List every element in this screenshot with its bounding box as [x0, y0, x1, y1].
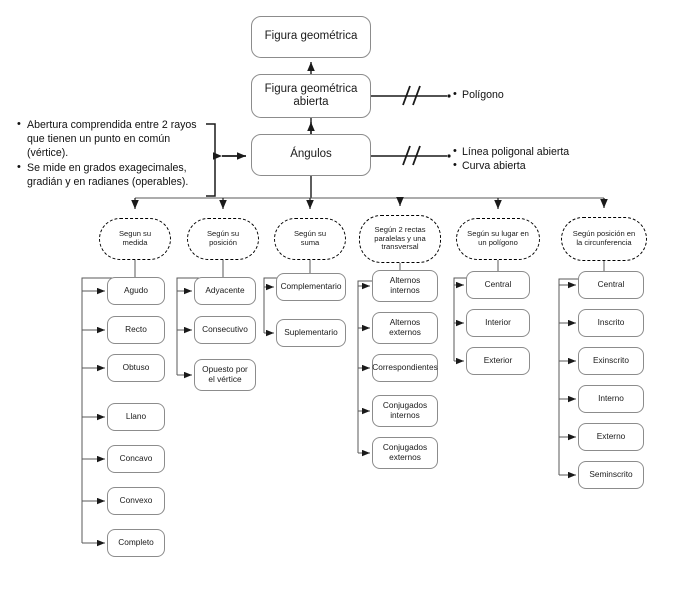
leaf-node-recto[interactable]: Recto	[107, 316, 165, 344]
leaf-node-adyacente[interactable]: Adyacente	[194, 277, 256, 305]
leaf-node-label: Convexo	[119, 495, 153, 506]
category-node-segun-su-medida[interactable]: Segun su medida	[99, 218, 171, 260]
leaf-node-completo[interactable]: Completo	[107, 529, 165, 557]
category-node-label: Según 2 rectas paralelas y una transvers…	[374, 224, 426, 252]
category-node-label: Segun su medida	[118, 229, 152, 247]
node-label: Figura geométrica	[264, 30, 358, 43]
leaf-node-label: Central	[597, 279, 625, 290]
category-node-label: Según su lugar en un polígono	[467, 229, 529, 247]
category-node-segun-posicion-circunferencia[interactable]: Según posición en la circunferencia	[561, 217, 647, 261]
label-poligono: Polígono	[451, 87, 504, 102]
node-figura-geometrica-abierta[interactable]: Figura geométrica abierta	[251, 74, 371, 118]
leaf-node-seminscrito[interactable]: Seminscrito	[578, 461, 644, 489]
leaf-node-agudo[interactable]: Agudo	[107, 277, 165, 305]
leaf-node-label: Suplementario	[284, 327, 338, 338]
leaf-node-label: Opuesto por el vértice	[202, 364, 248, 384]
angulos-definition-note: Abertura comprendida entre 2 rayos que t…	[14, 117, 210, 190]
leaf-node-label: Consecutivo	[202, 324, 248, 335]
leaf-node-label: Interno	[598, 393, 624, 404]
leaf-node-label: Conjugados internos	[382, 400, 428, 420]
category-node-label: Según posición en la circunferencia	[572, 229, 636, 247]
leaf-node-label: Exinscrito	[593, 355, 629, 366]
leaf-node-convexo[interactable]: Convexo	[107, 487, 165, 515]
leaf-node-central[interactable]: Central	[466, 271, 530, 299]
leaf-node-consecutivo[interactable]: Consecutivo	[194, 316, 256, 344]
node-figura-geometrica[interactable]: Figura geométrica	[251, 16, 371, 58]
node-angulos[interactable]: Ángulos	[251, 134, 371, 176]
category-node-segun-su-posicion[interactable]: Según su posición	[187, 218, 259, 260]
leaf-node-label: Adyacente	[205, 285, 245, 296]
leaf-node-alternos-externos[interactable]: Alternos externos	[372, 312, 438, 344]
leaf-node-inscrito[interactable]: Inscrito	[578, 309, 644, 337]
leaf-node-label: Complementario	[280, 281, 342, 292]
annotation-item: Se mide en grados exagecimales, gradián …	[17, 160, 210, 189]
leaf-node-label: Llano	[125, 411, 147, 422]
leaf-node-label: Interior	[485, 317, 511, 328]
label-list: Polígono	[451, 87, 504, 102]
leaf-node-alternos-internos[interactable]: Alternos internos	[372, 270, 438, 302]
leaf-node-label: Conjugados externos	[382, 442, 428, 462]
leaf-node-label: Correspondientes	[372, 362, 438, 373]
label-item: Polígono	[453, 87, 504, 102]
label-item: Línea poligonal abierta	[453, 144, 569, 159]
node-label: Ángulos	[290, 148, 332, 161]
label-list: Línea poligonal abierta Curva abierta	[451, 144, 569, 173]
leaf-node-label: Completo	[118, 537, 154, 548]
leaf-node-llano[interactable]: Llano	[107, 403, 165, 431]
category-node-segun-2-rectas[interactable]: Según 2 rectas paralelas y una transvers…	[359, 215, 441, 263]
leaf-node-central[interactable]: Central	[578, 271, 644, 299]
category-node-segun-lugar-poligono[interactable]: Según su lugar en un polígono	[456, 218, 540, 260]
leaf-node-interior[interactable]: Interior	[466, 309, 530, 337]
leaf-node-concavo[interactable]: Concavo	[107, 445, 165, 473]
leaf-node-label: Recto	[125, 324, 147, 335]
label-item: Curva abierta	[453, 158, 569, 173]
leaf-node-label: Exterior	[483, 355, 513, 366]
leaf-node-label: Externo	[596, 431, 626, 442]
annotation-item: Abertura comprendida entre 2 rayos que t…	[17, 117, 210, 160]
leaf-node-label: Inscrito	[597, 317, 625, 328]
leaf-node-label: Agudo	[124, 285, 148, 296]
leaf-node-conjugados-externos[interactable]: Conjugados externos	[372, 437, 438, 469]
leaf-node-opuesto-por-el-vertice[interactable]: Opuesto por el vértice	[194, 359, 256, 391]
leaf-node-exterior[interactable]: Exterior	[466, 347, 530, 375]
leaf-node-externo[interactable]: Externo	[578, 423, 644, 451]
leaf-node-conjugados-internos[interactable]: Conjugados internos	[372, 395, 438, 427]
leaf-node-correspondientes[interactable]: Correspondientes	[372, 354, 438, 382]
leaf-node-label: Alternos internos	[389, 275, 421, 295]
leaf-node-label: Obtuso	[122, 362, 150, 373]
category-node-label: Según su suma	[293, 229, 327, 247]
annotation-list: Abertura comprendida entre 2 rayos que t…	[14, 117, 210, 189]
leaf-node-obtuso[interactable]: Obtuso	[107, 354, 165, 382]
leaf-node-complementario[interactable]: Complementario	[276, 273, 346, 301]
category-node-label: Según su posición	[206, 229, 240, 247]
leaf-node-label: Seminscrito	[589, 469, 633, 480]
leaf-node-exinscrito[interactable]: Exinscrito	[578, 347, 644, 375]
category-node-segun-su-suma[interactable]: Según su suma	[274, 218, 346, 260]
leaf-node-interno[interactable]: Interno	[578, 385, 644, 413]
leaf-node-suplementario[interactable]: Suplementario	[276, 319, 346, 347]
label-linea-curva-abierta: Línea poligonal abierta Curva abierta	[451, 144, 569, 173]
leaf-node-label: Alternos externos	[389, 317, 421, 337]
leaf-node-label: Central	[484, 279, 512, 290]
node-label: Figura geométrica abierta	[264, 82, 358, 108]
leaf-node-label: Concavo	[119, 453, 153, 464]
